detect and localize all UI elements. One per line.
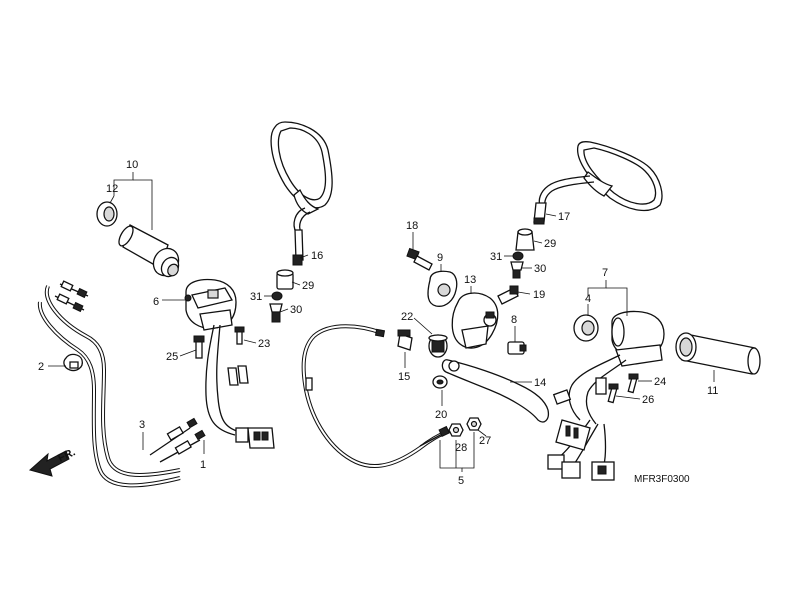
callout-14: 14 <box>534 377 546 389</box>
callout-19: 19 <box>533 289 545 301</box>
callout-3: 3 <box>139 419 145 431</box>
callout-2: 2 <box>38 361 44 373</box>
cable-clip <box>63 353 83 372</box>
left-mirror <box>270 121 333 266</box>
pivot-bolt-22 <box>428 334 448 358</box>
callout-20: 20 <box>435 409 447 421</box>
callout-31b: 31 <box>490 251 502 263</box>
bolt-18 <box>406 247 433 271</box>
right-adjuster-parts <box>510 228 535 279</box>
callout-8: 8 <box>511 314 517 326</box>
lever-clamp <box>427 270 458 307</box>
right-grip <box>675 332 761 375</box>
callout-22: 22 <box>401 311 413 323</box>
screw-24 <box>627 373 639 394</box>
callout-26: 26 <box>642 394 654 406</box>
callout-5: 5 <box>458 475 464 487</box>
nut-28 <box>448 423 464 437</box>
callout-6: 6 <box>153 296 159 308</box>
callout-12: 12 <box>106 183 118 195</box>
brake-switch <box>507 341 527 355</box>
callout-16: 16 <box>311 250 323 262</box>
callout-10: 10 <box>126 159 138 171</box>
screw-15 <box>397 329 413 351</box>
nut-20 <box>432 375 448 389</box>
clutch-lever <box>441 359 550 423</box>
right-collar <box>573 314 599 342</box>
diagram-code: MFR3F0300 <box>634 474 690 485</box>
callout-4: 4 <box>585 293 591 305</box>
throttle-cables <box>37 280 206 488</box>
right-wiring-harness <box>547 354 627 481</box>
callout-25: 25 <box>166 351 178 363</box>
callout-9: 9 <box>437 252 443 264</box>
callout-29b: 29 <box>544 238 556 250</box>
nut-27 <box>466 417 482 431</box>
callout-31a: 31 <box>250 291 262 303</box>
left-adjuster-parts <box>269 269 294 323</box>
callout-23: 23 <box>258 338 270 350</box>
callout-27: 27 <box>479 435 491 447</box>
callout-24: 24 <box>654 376 666 388</box>
callout-7: 7 <box>602 267 608 279</box>
callout-1: 1 <box>200 459 206 471</box>
grip-collar <box>96 201 118 227</box>
screw-23 <box>234 326 245 345</box>
left-switch-housing <box>184 278 237 331</box>
throttle-grip <box>118 224 180 278</box>
left-wiring-harness <box>205 324 275 449</box>
callout-30a: 30 <box>290 304 302 316</box>
direction-label: FR. <box>56 446 77 464</box>
right-switch-housing <box>611 310 665 367</box>
callout-29a: 29 <box>302 280 314 292</box>
front-direction-arrow: FR. <box>28 446 77 477</box>
leader-lines <box>48 172 715 472</box>
callout-11: 11 <box>707 385 718 397</box>
callout-13: 13 <box>464 274 476 286</box>
callout-17: 17 <box>558 211 570 223</box>
callout-28: 28 <box>455 442 467 454</box>
screw-26 <box>607 383 619 404</box>
lever-bracket <box>451 292 499 349</box>
callout-labels: 1 2 3 4 5 6 7 8 9 10 11 12 13 14 15 16 1… <box>38 159 718 487</box>
screw-19 <box>497 285 519 305</box>
callout-18: 18 <box>406 220 418 232</box>
callout-30b: 30 <box>534 263 546 275</box>
right-mirror <box>533 140 663 225</box>
bolt-25 <box>193 335 205 359</box>
callout-15: 15 <box>398 371 410 383</box>
clutch-cable <box>301 324 450 468</box>
